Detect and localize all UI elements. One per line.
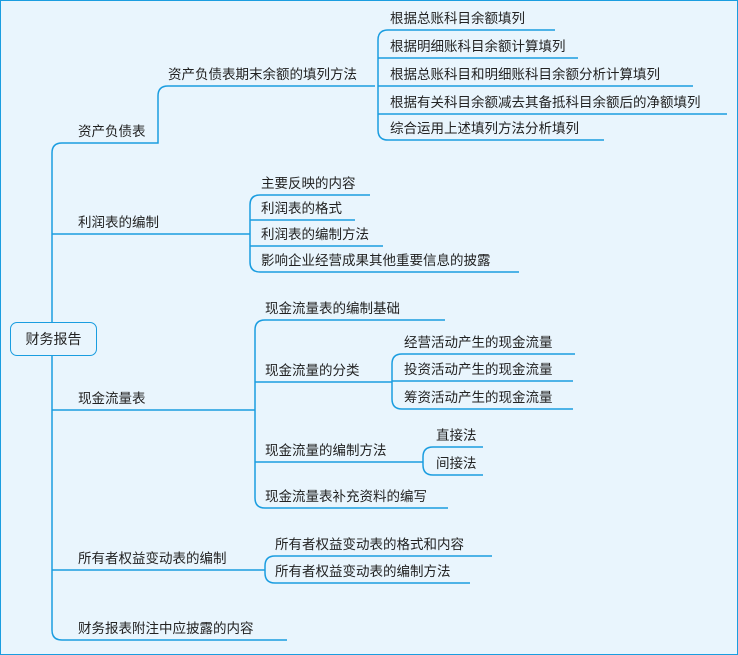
leaf-node[interactable]: 根据明细账科目余额计算填列: [390, 39, 566, 55]
leaf-node[interactable]: 现金流量表补充资料的编写: [265, 489, 427, 505]
root-node[interactable]: 财务报告: [10, 322, 97, 356]
equity-bracket: [52, 555, 492, 584]
balance-sheet-bracket: [377, 29, 727, 141]
leaf-node[interactable]: 主要反映的内容: [261, 176, 356, 192]
leaf-node[interactable]: 经营活动产生的现金流量: [404, 335, 553, 351]
cashflow-bracket: [52, 319, 575, 509]
leaf-node[interactable]: 根据总账科目和明细账科目余额分析计算填列: [390, 67, 660, 83]
node-equity[interactable]: 所有者权益变动表的编制: [78, 551, 227, 567]
leaf-node[interactable]: 影响企业经营成果其他重要信息的披露: [261, 253, 491, 269]
leaf-node[interactable]: 综合运用上述填列方法分析填列: [390, 121, 579, 137]
leaf-node[interactable]: 根据有关科目余额减去其备抵科目余额后的净额填列: [390, 95, 701, 111]
income-bracket: [52, 194, 519, 273]
trunk-line: [51, 85, 375, 641]
leaf-node[interactable]: 利润表的编制方法: [261, 227, 369, 243]
leaf-node[interactable]: 直接法: [436, 428, 477, 444]
leaf-node[interactable]: 所有者权益变动表的格式和内容: [275, 537, 464, 553]
node-cash-flow[interactable]: 现金流量表: [78, 391, 146, 407]
node-cash-classification[interactable]: 现金流量的分类: [265, 363, 360, 379]
leaf-node[interactable]: 投资活动产生的现金流量: [404, 362, 553, 378]
leaf-node[interactable]: 现金流量表的编制基础: [265, 301, 400, 317]
node-cash-methods[interactable]: 现金流量的编制方法: [265, 443, 387, 459]
leaf-node[interactable]: 所有者权益变动表的编制方法: [275, 564, 451, 580]
leaf-node[interactable]: 根据总账科目余额填列: [390, 11, 525, 27]
leaf-node[interactable]: 利润表的格式: [261, 201, 342, 217]
node-notes[interactable]: 财务报表附注中应披露的内容: [78, 621, 254, 637]
leaf-node[interactable]: 间接法: [436, 456, 477, 472]
node-balance-sheet[interactable]: 资产负债表: [78, 124, 146, 140]
leaf-node[interactable]: 筹资活动产生的现金流量: [404, 390, 553, 406]
node-balance-sheet-method[interactable]: 资产负债表期末余额的填列方法: [168, 67, 357, 83]
node-income-statement[interactable]: 利润表的编制: [78, 215, 159, 231]
